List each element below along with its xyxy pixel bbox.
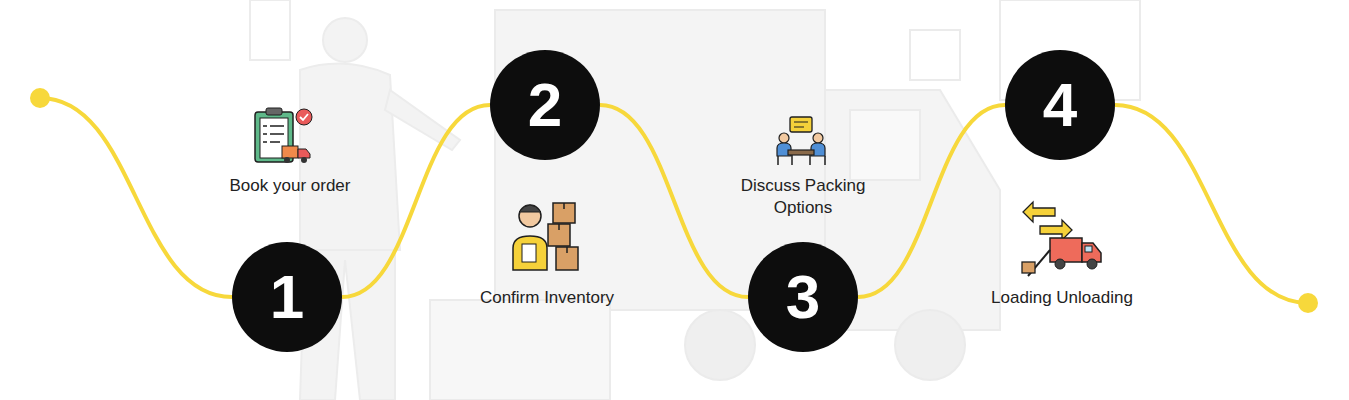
loading-icon-part	[1050, 238, 1082, 262]
inventory-icon-part	[519, 205, 541, 227]
order-icon-part	[300, 114, 308, 120]
wave-lead-in	[40, 98, 232, 297]
start-dot	[30, 88, 50, 108]
discussion-icon	[777, 117, 825, 165]
discussion-icon-part	[788, 150, 814, 155]
order-icon-part	[284, 157, 290, 163]
loading-icon	[1022, 202, 1101, 276]
loading-icon-part	[1055, 259, 1065, 269]
person-silhouette-part	[323, 18, 367, 62]
person-silhouette-part	[385, 90, 460, 150]
inventory-icon-part	[559, 203, 567, 253]
truck-silhouette-part	[430, 300, 610, 400]
step-circle: 3	[748, 242, 858, 352]
step-number: 4	[1043, 74, 1077, 136]
inventory-icon-part	[519, 205, 541, 212]
order-icon-part	[296, 109, 312, 125]
inventory-icon-part	[513, 236, 547, 270]
step-circle: 4	[1005, 50, 1115, 160]
wave-connector	[858, 105, 1005, 297]
truck-silhouette-part	[685, 310, 755, 380]
order-icon-part	[263, 126, 284, 142]
step-number: 3	[786, 266, 820, 328]
step-circle: 2	[490, 50, 600, 160]
truck-silhouette-part	[895, 310, 965, 380]
loading-icon-part	[1023, 202, 1055, 222]
wave-connector	[600, 105, 748, 297]
end-dot	[1298, 293, 1318, 313]
loading-icon-part	[1040, 220, 1072, 240]
truck-silhouette	[430, 0, 1140, 400]
step-circle: 1	[232, 242, 342, 352]
order-icon-part	[301, 157, 307, 163]
discussion-icon-part	[794, 122, 808, 127]
discussion-icon-part	[778, 155, 825, 165]
step-number: 2	[528, 74, 562, 136]
order-icon-part	[282, 146, 298, 158]
loading-icon-part	[1087, 259, 1097, 269]
person-silhouette-part	[300, 64, 400, 250]
inventory-icon-part	[522, 244, 536, 262]
discussion-icon-part	[790, 117, 812, 132]
truck-silhouette-part	[850, 110, 920, 180]
truck-silhouette-part	[910, 30, 960, 80]
wave-connector	[342, 105, 490, 297]
discussion-icon-part	[779, 133, 789, 143]
loading-icon-part	[1085, 246, 1092, 252]
step-label: Loading Unloading	[962, 287, 1162, 309]
step-number: 1	[270, 266, 304, 328]
order-icon-part	[298, 149, 310, 158]
wave-lead-out	[1115, 105, 1308, 303]
step-label: Confirm Inventory	[447, 287, 647, 309]
person-silhouette-part	[250, 0, 290, 60]
order-icon-part	[266, 108, 282, 115]
inventory-icon	[513, 203, 578, 270]
step-label: Discuss Packing Options	[728, 175, 878, 219]
order-icon	[255, 108, 312, 163]
discussion-icon-part	[813, 133, 823, 143]
step-label: Book your order	[190, 175, 390, 197]
loading-icon-part	[1022, 262, 1035, 273]
